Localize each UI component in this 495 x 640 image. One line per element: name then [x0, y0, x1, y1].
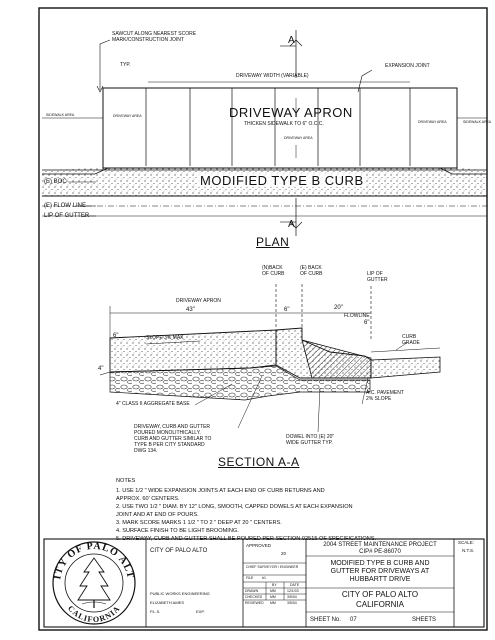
section-marker-top: A [288, 35, 295, 46]
tb-pls: P.L.S. [150, 609, 161, 614]
tb-scale-value: N.T.S. [462, 548, 475, 553]
tb-drawn-by: MM [270, 589, 276, 593]
tb-dept: PUBLIC WORKS ENGINEERING [150, 591, 210, 596]
tb-cip: CIP# PE-86070 [359, 549, 401, 555]
notes-list: 1. USE 1/2 " WIDE EXPANSION JOINTS AT EA… [116, 487, 376, 543]
tb-approved: APPROVED [246, 543, 272, 548]
note-item: 1. USE 1/2 " WIDE EXPANSION JOINTS AT EA… [116, 488, 325, 494]
tb-drawn: DRAWN [245, 589, 259, 593]
sidewalk-area-left: SIDEWALK AREA [46, 113, 75, 117]
tb-reviewed: REVIEWED [245, 601, 264, 605]
flow-line-label: (E) FLOW LINE [44, 203, 87, 209]
expansion-joint-label: EXPANSION JOINT [385, 63, 430, 69]
section-marker-bottom: A [288, 219, 295, 230]
tb-state: CALIFORNIA [355, 600, 404, 609]
apron-title: DRIVEWAY APRON [229, 105, 353, 120]
flowline-label: FLOWLINE [344, 313, 370, 319]
note-item: 5. DRIVEWAY, CURB AND GUTTER SHALL BE PO… [116, 536, 377, 542]
driveway-area-center: DRIVEWAY AREA [284, 136, 313, 140]
tb-sheets: SHEETS [412, 617, 437, 623]
tb-sheet-value: 07 [350, 617, 357, 623]
base-label: 4" CLASS II AGGREGATE BASE [116, 401, 190, 407]
tb-city-large: CITY OF PALO ALTO [341, 590, 419, 599]
tb-scale: SCALE: [458, 540, 475, 545]
lip-of-gutter-label: LIP OF GUTTER [44, 213, 90, 219]
section-view [99, 284, 441, 433]
tb-engineer: ELIZABETH AMES [150, 600, 185, 605]
tb-city: CITY OF PALO ALTO [150, 548, 208, 554]
section-heading: SECTION A-A [218, 455, 300, 469]
driveway-apron-label: DRIVEWAY APRON [176, 298, 221, 304]
notes-label: NOTES [116, 478, 136, 484]
note-item: 4. SURFACE FINISH TO BE LIGHT BROOMING. [116, 528, 239, 534]
note-item: APPROX. 60' CENTERS. [116, 496, 180, 502]
plan-heading: PLAN [256, 235, 290, 249]
dim-43: 43" [186, 307, 195, 313]
typ-label: TYP. [120, 62, 131, 68]
dim-4: 4" [98, 366, 104, 372]
sidewalk-area-right: SIDEWALK AREA [463, 120, 492, 124]
tb-surveyor: CHIEF SURVEYOR / ENGINEER [246, 565, 299, 569]
dim-6-b: 6" [113, 333, 119, 339]
sheet-border [38, 7, 488, 631]
tb-checked: CHECKED [245, 595, 263, 599]
title-block-lines [43, 538, 485, 628]
note-item: 2. USE TWO 1/2 " DIAM. BY 12" LONG, SMOO… [116, 504, 353, 510]
dowel-note: DOWEL INTO (E) 20"WIDE GUTTER TYP. [286, 434, 335, 446]
dim-6-c: 6" [364, 320, 370, 326]
dim-20: 20" [334, 305, 343, 311]
tb-reviewed-date: 3/5/04 [287, 601, 297, 605]
plan-view [42, 30, 487, 236]
apron-subtitle: THICKEN SIDEWALK TO 6" O.C.C. [244, 121, 324, 127]
tb-drawn-date: 12/1/03 [287, 589, 299, 593]
slope-label: SLOPE 3% MAX [146, 335, 184, 341]
tb-approved-date: 20 [281, 551, 287, 556]
curb-title: MODIFIED TYPE B CURB [198, 173, 366, 188]
driveway-area-right: DRIVEWAY AREA [418, 120, 447, 124]
tb-by: BY [272, 583, 277, 587]
tb-project: 2004 STREET MAINTENANCE PROJECT [323, 542, 437, 548]
dim-6-a: 6" [284, 307, 290, 313]
tb-date: DATE [290, 583, 300, 587]
tb-file-label: FILE [246, 576, 254, 580]
tb-sheet-no: SHEET No. [310, 617, 341, 623]
tb-reviewed-by: MM [270, 601, 276, 605]
boc-label: (E) BOC [44, 179, 67, 185]
note-item: JOINT AND AT END OF POURS. [116, 512, 199, 518]
driveway-area-left: DRIVEWAY AREA [113, 114, 142, 118]
note-item: 3. MARK SCORE MARKS 1 1/2 " TO 2 " DEEP … [116, 520, 282, 526]
tb-file-value: #1 [262, 576, 266, 580]
tb-checked-date: 3/5/04 [287, 595, 297, 599]
tb-checked-by: MM [270, 595, 276, 599]
driveway-width-label: DRIVEWAY WIDTH (VARIABLE) [236, 73, 309, 79]
tb-exp: EXP. [196, 609, 205, 614]
